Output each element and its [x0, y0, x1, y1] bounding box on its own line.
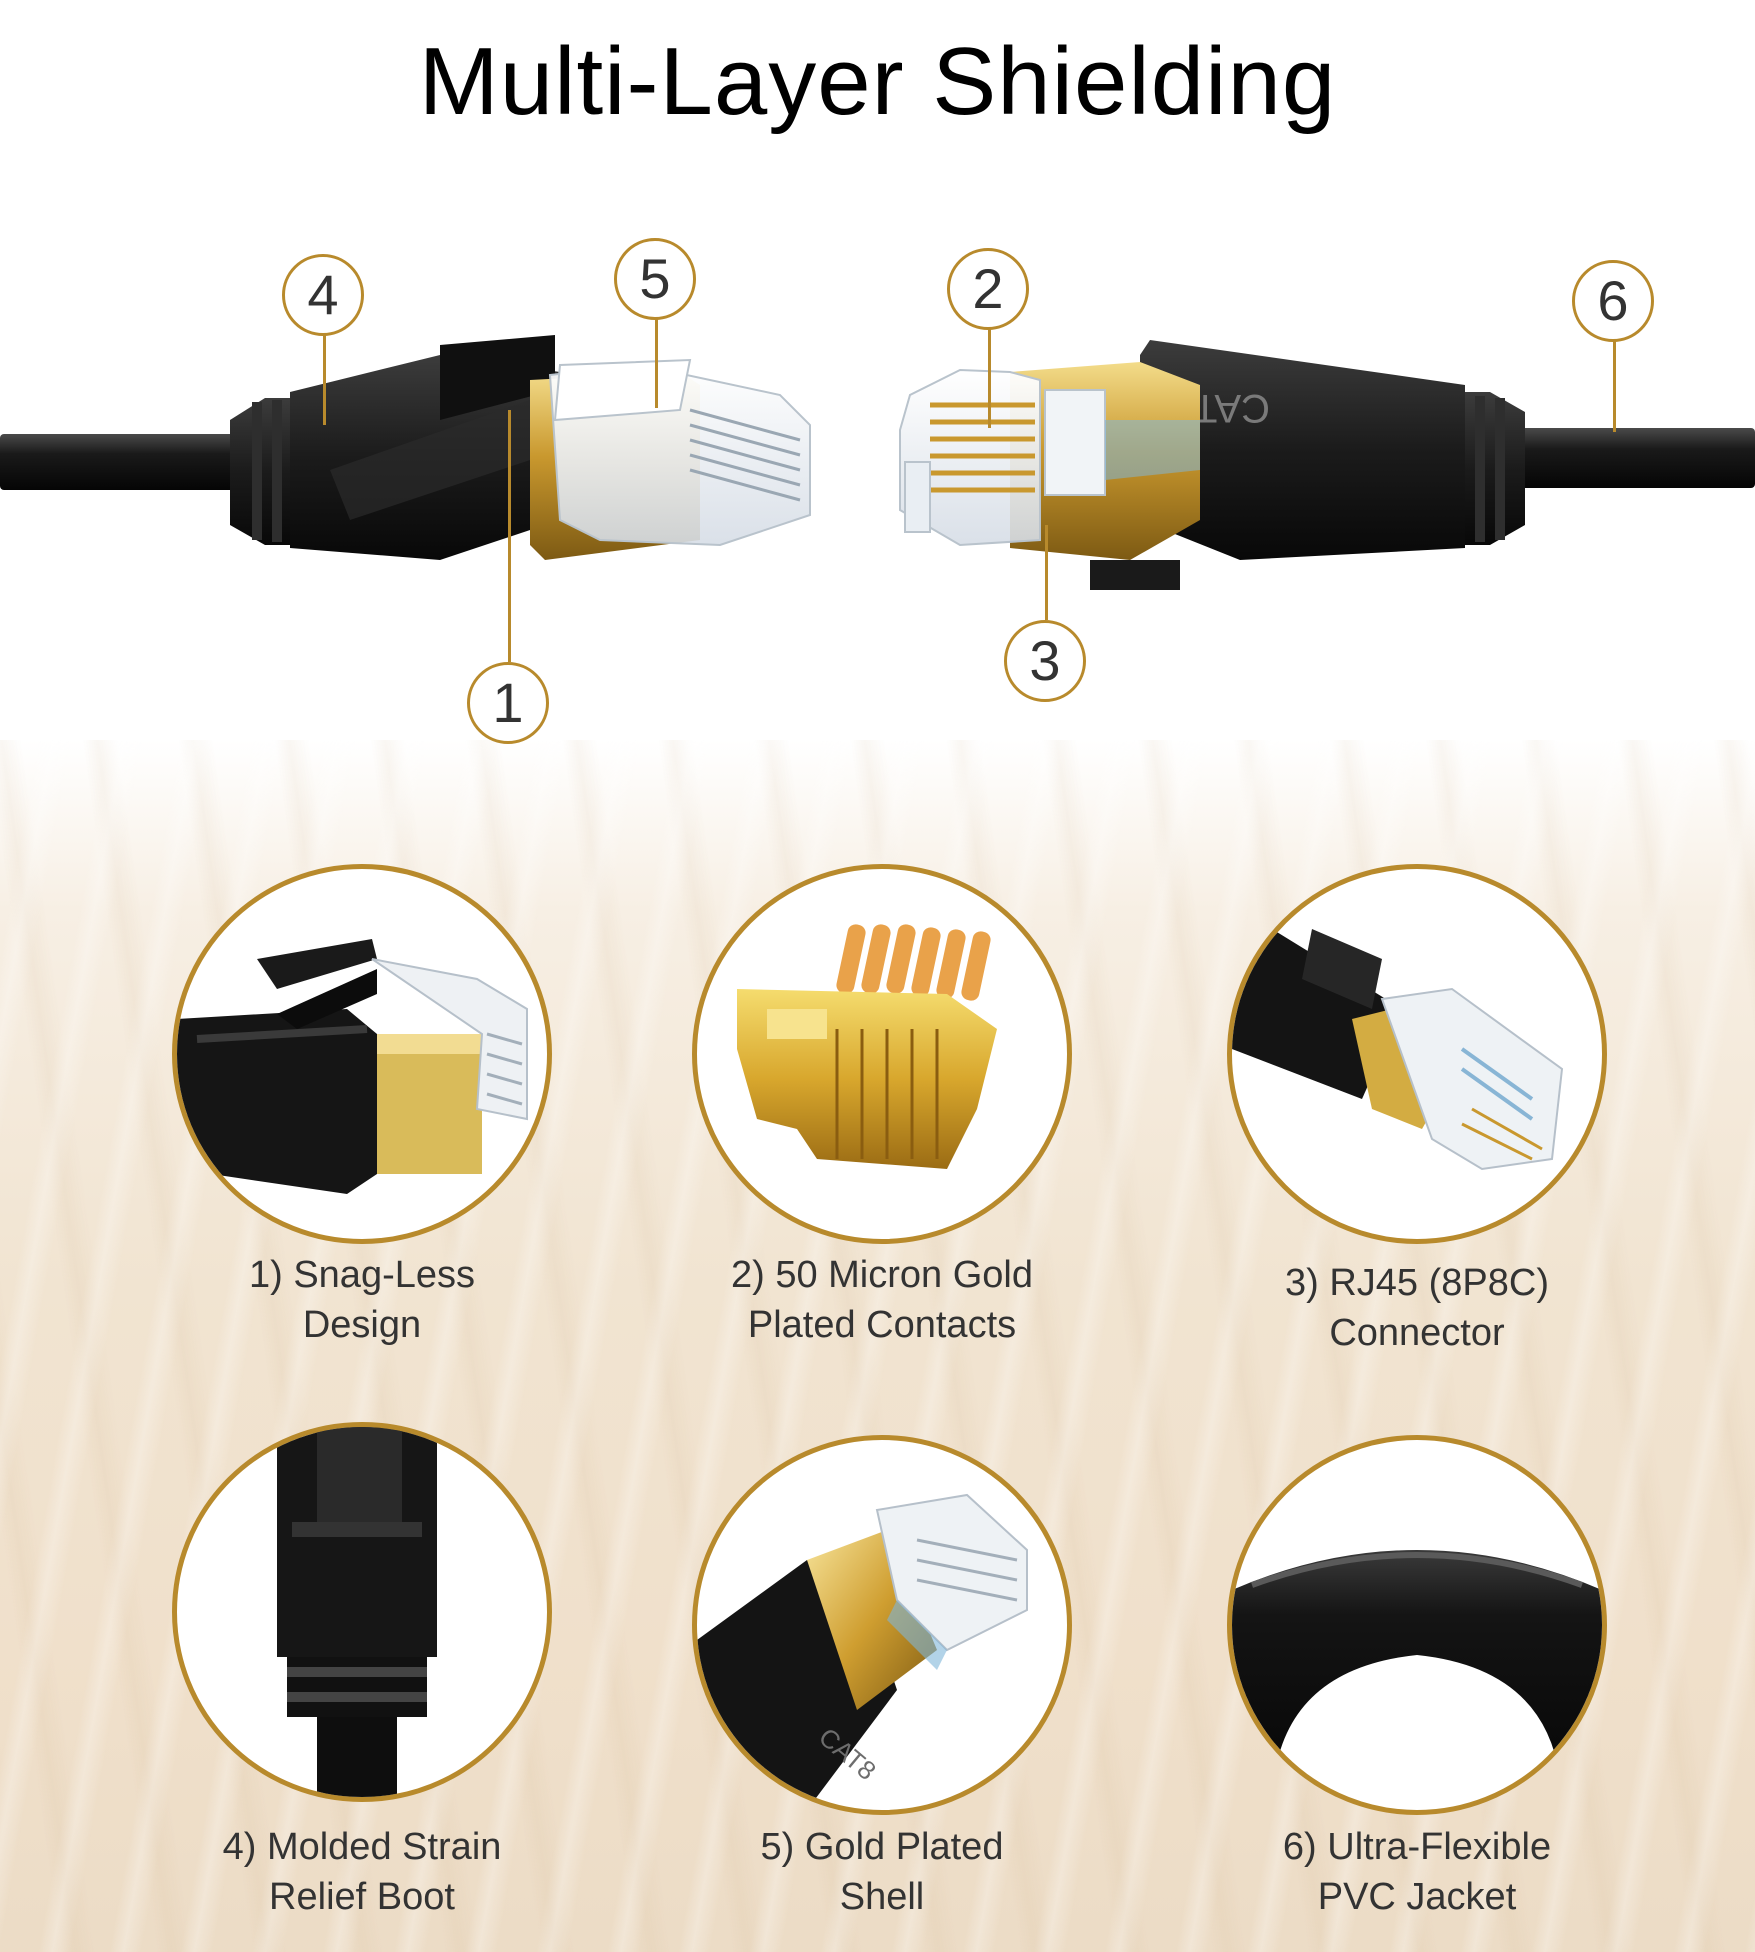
feature-circle-snagless: [172, 864, 552, 1244]
callout-6: 6: [1572, 260, 1654, 342]
rj45-connector-icon: [1232, 929, 1564, 1171]
hero-cable-illustration: CAT8: [0, 335, 1755, 590]
callout-3: 3: [1004, 620, 1086, 702]
callout-1-leader: [508, 410, 511, 662]
caption-2-line2: Plated Contacts: [747, 1304, 1017, 1346]
feature-caption-6: 6) Ultra-Flexible PVC Jacket: [1207, 1822, 1627, 1922]
left-cable-jacket: [0, 434, 250, 490]
caption-5-line2: Shell: [839, 1876, 925, 1918]
caption-4-line1: 4) Molded Strain: [222, 1826, 502, 1868]
caption-1-line1: 1) Snag-Less: [248, 1254, 475, 1296]
gold-contacts-icon: [737, 924, 997, 1169]
pvc-jacket-icon: [1232, 1550, 1602, 1810]
feature-circle-rj45: [1227, 864, 1607, 1244]
caption-5-line1: 5) Gold Plated: [760, 1826, 1004, 1868]
caption-6-line2: PVC Jacket: [1317, 1876, 1517, 1918]
caption-1-line2: Design: [302, 1304, 422, 1346]
callout-2: 2: [947, 248, 1029, 330]
callout-4-leader: [323, 335, 326, 425]
feature-circle-pvc-jacket: [1227, 1435, 1607, 1815]
right-snagless-tab: [1090, 560, 1180, 590]
callout-4: 4: [282, 254, 364, 336]
snagless-clip-icon: [177, 939, 528, 1194]
left-snagless-hood: [440, 335, 555, 420]
right-boot: [1140, 340, 1465, 560]
feature-caption-5: 5) Gold Plated Shell: [672, 1822, 1092, 1922]
callout-5-leader: [655, 318, 658, 408]
callout-6-leader: [1613, 340, 1616, 432]
feature-caption-2: 2) 50 Micron Gold Plated Contacts: [672, 1250, 1092, 1350]
right-cable-jacket: [1510, 428, 1755, 488]
caption-6-line1: 6) Ultra-Flexible: [1282, 1826, 1552, 1868]
page-title: Multi-Layer Shielding: [418, 28, 1337, 135]
callout-3-leader: [1045, 525, 1048, 620]
callout-2-leader: [988, 328, 991, 428]
strain-relief-boot-icon: [277, 1427, 437, 1797]
feature-circle-gold-shell: CAT8: [692, 1435, 1072, 1815]
feature-caption-1: 1) Snag-Less Design: [152, 1250, 572, 1350]
callout-5: 5: [614, 238, 696, 320]
callout-1: 1: [467, 662, 549, 744]
caption-3-line2: Connector: [1329, 1312, 1505, 1354]
right-connector: CAT8: [899, 340, 1755, 590]
caption-4-line2: Relief Boot: [269, 1876, 455, 1918]
feature-circle-strain-relief: [172, 1422, 552, 1802]
feature-caption-3: 3) RJ45 (8P8C) Connector: [1207, 1258, 1627, 1358]
caption-2-line1: 2) 50 Micron Gold: [730, 1254, 1033, 1296]
feature-caption-4: 4) Molded Strain Relief Boot: [152, 1822, 572, 1922]
feature-circle-gold-contacts: [692, 864, 1072, 1244]
gold-shell-icon: CAT8: [697, 1493, 1028, 1810]
left-connector: [0, 335, 811, 560]
caption-3-line1: 3) RJ45 (8P8C): [1285, 1262, 1549, 1304]
